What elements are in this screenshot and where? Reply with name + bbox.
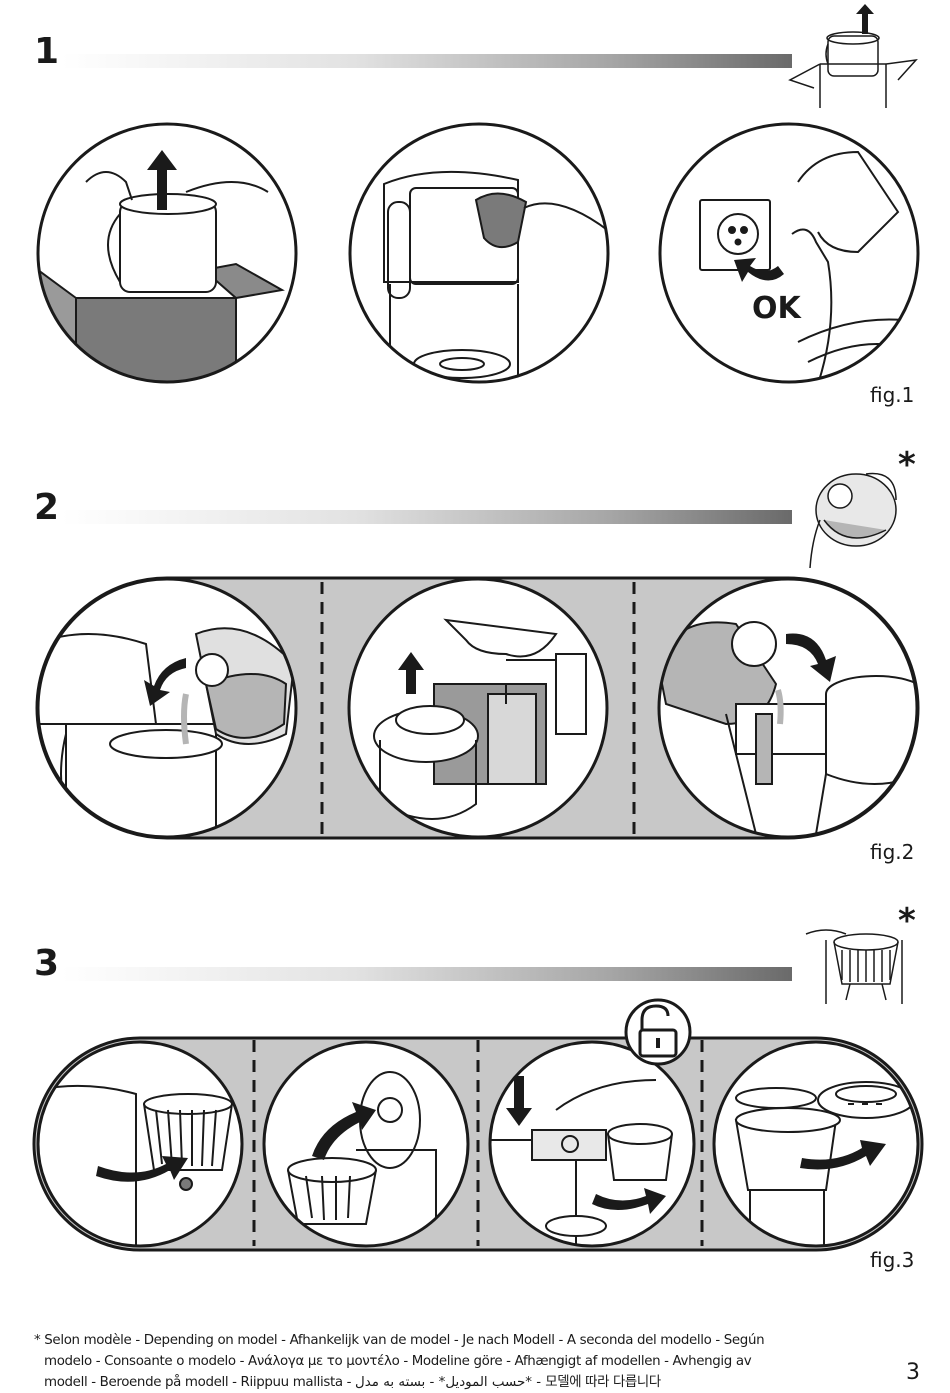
fig1-ok-label: OK [752, 291, 803, 326]
fig1-unbox-illustration [36, 122, 298, 384]
fig2-fill-water-panel [35, 576, 920, 840]
step-3-header-illustration [805, 929, 903, 1004]
curved-arrow-icon [592, 1188, 666, 1214]
arrow-up-icon [398, 652, 424, 694]
power-socket-icon [717, 213, 759, 255]
step-2-header-bar [62, 510, 792, 524]
fig1-plug-illustration: OK [658, 122, 920, 384]
step-2-asterisk: * [898, 445, 916, 485]
fig-1-label: fig.1 [870, 383, 915, 407]
fig3-filter-panel [32, 998, 924, 1252]
footnote-line-3: modell - Beroende på modell - Riippuu ma… [44, 1375, 661, 1390]
curved-arrow-icon [786, 633, 836, 682]
step-2-number: 2 [34, 487, 60, 528]
fig1-wipe-illustration [348, 122, 610, 384]
step-1-number: 1 [34, 31, 60, 72]
footnote-line-1: * Selon modèle - Depending on model - Af… [34, 1333, 765, 1348]
footnote-marker: * [34, 1333, 41, 1348]
step-2-header-illustration [809, 472, 897, 569]
arrow-down-icon [506, 1076, 532, 1126]
unlock-padlock-icon [624, 998, 692, 1066]
curved-arrow-icon [800, 1140, 886, 1170]
step-1-header-bar [62, 54, 792, 68]
step-1-header-illustration [788, 4, 918, 108]
curved-arrow-icon [96, 1156, 188, 1182]
curved-arrow-icon [144, 658, 186, 706]
curved-arrow-icon [734, 258, 784, 282]
step-3-asterisk: * [898, 901, 916, 941]
footnote-line-2: modelo - Consoante o modelo - Ανάλογα με… [44, 1354, 752, 1369]
fig-2-label: fig.2 [870, 840, 915, 864]
step-3-header-bar [62, 967, 792, 981]
step-3-number: 3 [34, 943, 60, 984]
arrow-up-icon [147, 150, 177, 210]
page-number: 3 [906, 1360, 920, 1385]
model-footnote: * Selon modèle - Depending on model - Af… [34, 1330, 844, 1393]
fig-3-label: fig.3 [870, 1248, 915, 1272]
curved-arrow-icon [312, 1102, 376, 1160]
